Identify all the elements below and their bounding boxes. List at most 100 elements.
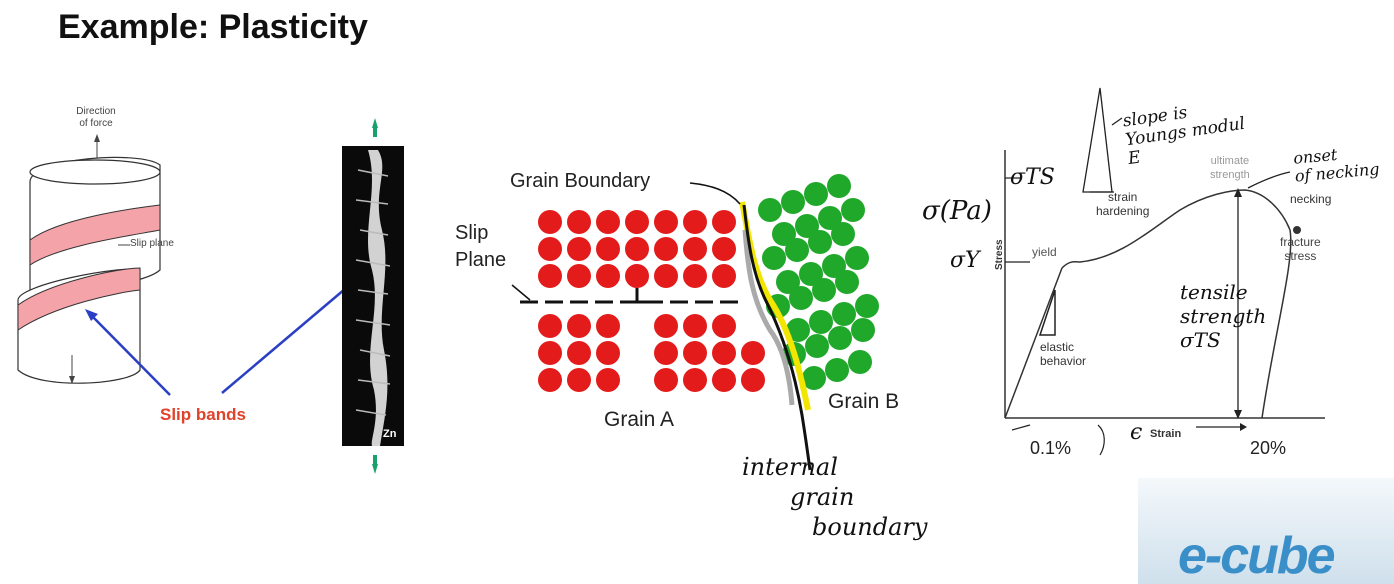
dislocation-symbol xyxy=(627,288,647,304)
grain-a-atom xyxy=(538,368,562,392)
grain-b-atom xyxy=(781,190,805,214)
internal-grain-boundary-note: internal grain boundary xyxy=(742,453,928,541)
slip-plane-label-2: Slip Plane xyxy=(455,222,507,271)
grain-b-atom xyxy=(855,294,879,318)
grain-b-atom xyxy=(818,206,842,230)
grain-a-atom xyxy=(654,341,678,365)
grain-b-atom xyxy=(772,222,796,246)
grain-a-atom xyxy=(683,341,707,365)
grain-b-atom xyxy=(828,326,852,350)
grain-a-atom xyxy=(683,237,707,261)
slip-plane-pointer xyxy=(511,284,531,301)
grain-a-atom xyxy=(625,210,649,234)
ultimate-strength-label: ultimate strength xyxy=(1210,155,1250,181)
grain-a-atom xyxy=(538,264,562,288)
grain-b-atom xyxy=(841,198,865,222)
grain-a-atom xyxy=(654,314,678,338)
elastic-line xyxy=(1004,267,1063,419)
grain-b-atom xyxy=(799,262,823,286)
grain-a-atom xyxy=(625,237,649,261)
grain-b-atom xyxy=(822,254,846,278)
onset-necking-note: onset of necking xyxy=(1292,144,1381,186)
grain-a-atom xyxy=(712,314,736,338)
grain-a-atom xyxy=(567,237,591,261)
grain-a-atom xyxy=(538,314,562,338)
grain-a-atom xyxy=(567,264,591,288)
slip-trace-line xyxy=(742,229,795,406)
sigma-pa-note: σ(Pa) xyxy=(922,196,992,226)
stress-strain-curve xyxy=(1061,189,1292,419)
yield-label: yield xyxy=(1032,245,1057,259)
fracture-stress-label: fracture stress xyxy=(1280,235,1321,263)
grain-b-atom xyxy=(809,310,833,334)
grain-a-atom xyxy=(741,341,765,365)
grain-a-atom xyxy=(654,264,678,288)
grain-b-atom xyxy=(808,230,832,254)
grain-b-atom xyxy=(758,198,782,222)
handdrawn-boundary-line xyxy=(742,204,812,471)
necking-label: necking xyxy=(1290,192,1332,206)
grain-b-atom xyxy=(851,318,875,342)
grain-a-atom xyxy=(596,264,620,288)
grain-b-atom xyxy=(825,358,849,382)
y-axis-label: Stress xyxy=(994,239,1005,270)
specimen-label: Zn xyxy=(383,428,397,440)
sigma-y-note: σY xyxy=(950,248,980,273)
zinc-specimen-photo xyxy=(342,118,404,474)
grain-b-atom xyxy=(762,246,786,270)
grain-a-atom xyxy=(596,341,620,365)
grain-a-atom xyxy=(683,264,707,288)
grain-b-atom xyxy=(805,334,829,358)
grain-a-atom xyxy=(567,341,591,365)
grain-a-atom xyxy=(683,314,707,338)
grain-a-atom xyxy=(538,210,562,234)
grain-b-atom xyxy=(802,366,826,390)
grain-boundary-label: Grain Boundary xyxy=(510,170,651,192)
grain-b-atom xyxy=(804,182,828,206)
grain-a-atom xyxy=(712,237,736,261)
grain-a-atom xyxy=(654,210,678,234)
strain-20-label: 20% xyxy=(1250,438,1287,458)
grain-a-atom xyxy=(712,341,736,365)
grain-b-atom xyxy=(831,222,855,246)
grain-a-atom xyxy=(567,210,591,234)
grain-a-atom xyxy=(654,237,678,261)
grain-b-atom xyxy=(776,270,800,294)
strain-hardening-label: strain hardening xyxy=(1096,190,1150,218)
arrow-down-icon xyxy=(372,464,378,474)
logo: e-cube xyxy=(1138,478,1394,584)
grain-b-atom xyxy=(789,286,813,310)
grain-a-atom xyxy=(683,368,707,392)
grain-a-atom xyxy=(596,368,620,392)
x-axis-label: Strain xyxy=(1150,428,1182,440)
tensile-strength-note: tensile strength σTS xyxy=(1180,280,1267,352)
grain-a-atom xyxy=(538,341,562,365)
grain-b-atom xyxy=(832,302,856,326)
grain-a-atom xyxy=(654,368,678,392)
grain-b-atom xyxy=(795,214,819,238)
sigma-ts-note: σTS xyxy=(1010,165,1055,190)
grain-b-atom xyxy=(835,270,859,294)
grain-b-atom xyxy=(785,238,809,262)
grain-a-atom xyxy=(683,210,707,234)
logo-text: e-cube xyxy=(1178,527,1336,584)
grain-a-atom xyxy=(567,314,591,338)
arrow-up-icon xyxy=(372,118,378,128)
grain-a-atom xyxy=(712,264,736,288)
elastic-behavior-label: elastic behavior xyxy=(1040,340,1087,368)
grain-a-atom xyxy=(538,237,562,261)
direction-label: Direction of force xyxy=(76,106,116,129)
grain-boundary-pointer xyxy=(689,182,741,205)
grain-a-atom xyxy=(625,264,649,288)
grain-b-atom xyxy=(845,246,869,270)
grain-a-atom xyxy=(596,237,620,261)
grain-b-atom xyxy=(786,318,810,342)
grain-a-atom xyxy=(712,210,736,234)
grain-a-atom xyxy=(712,368,736,392)
grain-a-atom xyxy=(596,210,620,234)
slip-bands-label: Slip bands xyxy=(160,405,246,424)
grain-b-atom xyxy=(848,350,872,374)
force-arrow-down-icon xyxy=(69,376,75,384)
